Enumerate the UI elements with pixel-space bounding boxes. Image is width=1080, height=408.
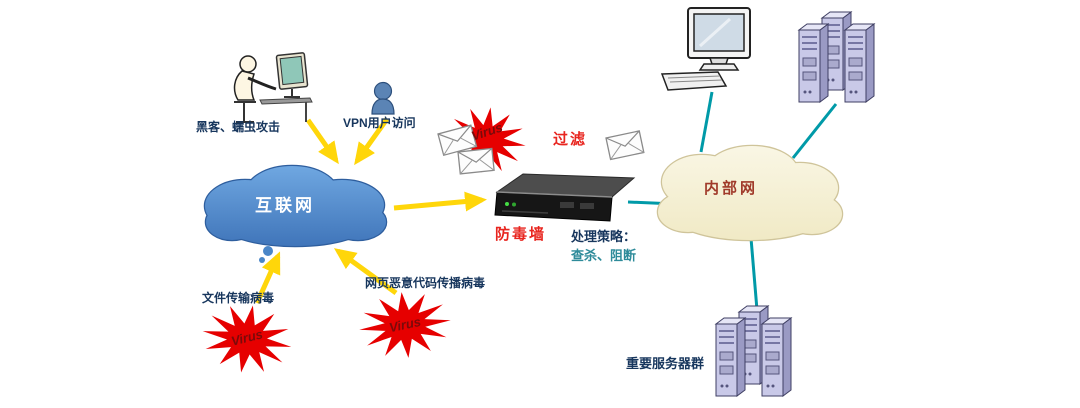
internet-to-firewall-arrow — [393, 191, 487, 212]
envelope-icon — [605, 130, 645, 161]
firewall-appliance-icon — [494, 173, 636, 222]
hacker-attack-arrow — [305, 118, 339, 165]
link-servers-bottom-line — [749, 237, 759, 311]
attack-arrows — [254, 117, 487, 305]
server-tower-icon — [761, 317, 792, 397]
vpn-access-label: VPN用户访问 — [343, 116, 416, 130]
web-malicious-code-virus-label: 网页恶意代码传播病毒 — [365, 276, 486, 290]
server-tower-icon — [844, 23, 875, 103]
server-tower-icon — [715, 317, 746, 397]
vpn-access-arrow — [354, 117, 390, 166]
server-group-label: 重要服务器群 — [626, 356, 705, 371]
strategy-heading-label: 处理策略： — [571, 229, 637, 244]
file-transfer-virus-label: 文件传输病毒 — [202, 291, 275, 305]
link-pc-line — [699, 91, 714, 153]
filter-label: 过滤 — [553, 131, 588, 148]
strategy-actions-label: 查杀、阻断 — [571, 248, 637, 263]
link-servers-top-line — [791, 103, 838, 159]
envelope-icon — [457, 147, 495, 175]
web-virus-arrow — [333, 248, 398, 296]
file-virus-arrow — [254, 251, 281, 305]
antivirus-wall-label: 防毒墙 — [495, 226, 547, 243]
vpn-user-icon — [371, 81, 395, 115]
intranet-cloud-label: 内部网 — [704, 180, 759, 197]
intranet-cloud — [656, 144, 844, 242]
internet-cloud — [203, 164, 388, 263]
hacker-workstation-icon — [233, 52, 313, 123]
server-group-bottom-icon — [715, 305, 792, 397]
internet-cloud-label: 互联网 — [255, 196, 315, 215]
server-group-top-icon — [798, 11, 875, 103]
desktop-pc-icon — [660, 7, 751, 91]
server-tower-icon — [798, 23, 829, 103]
hacker-attack-label: 黑客、蠕虫攻击 — [196, 120, 281, 134]
